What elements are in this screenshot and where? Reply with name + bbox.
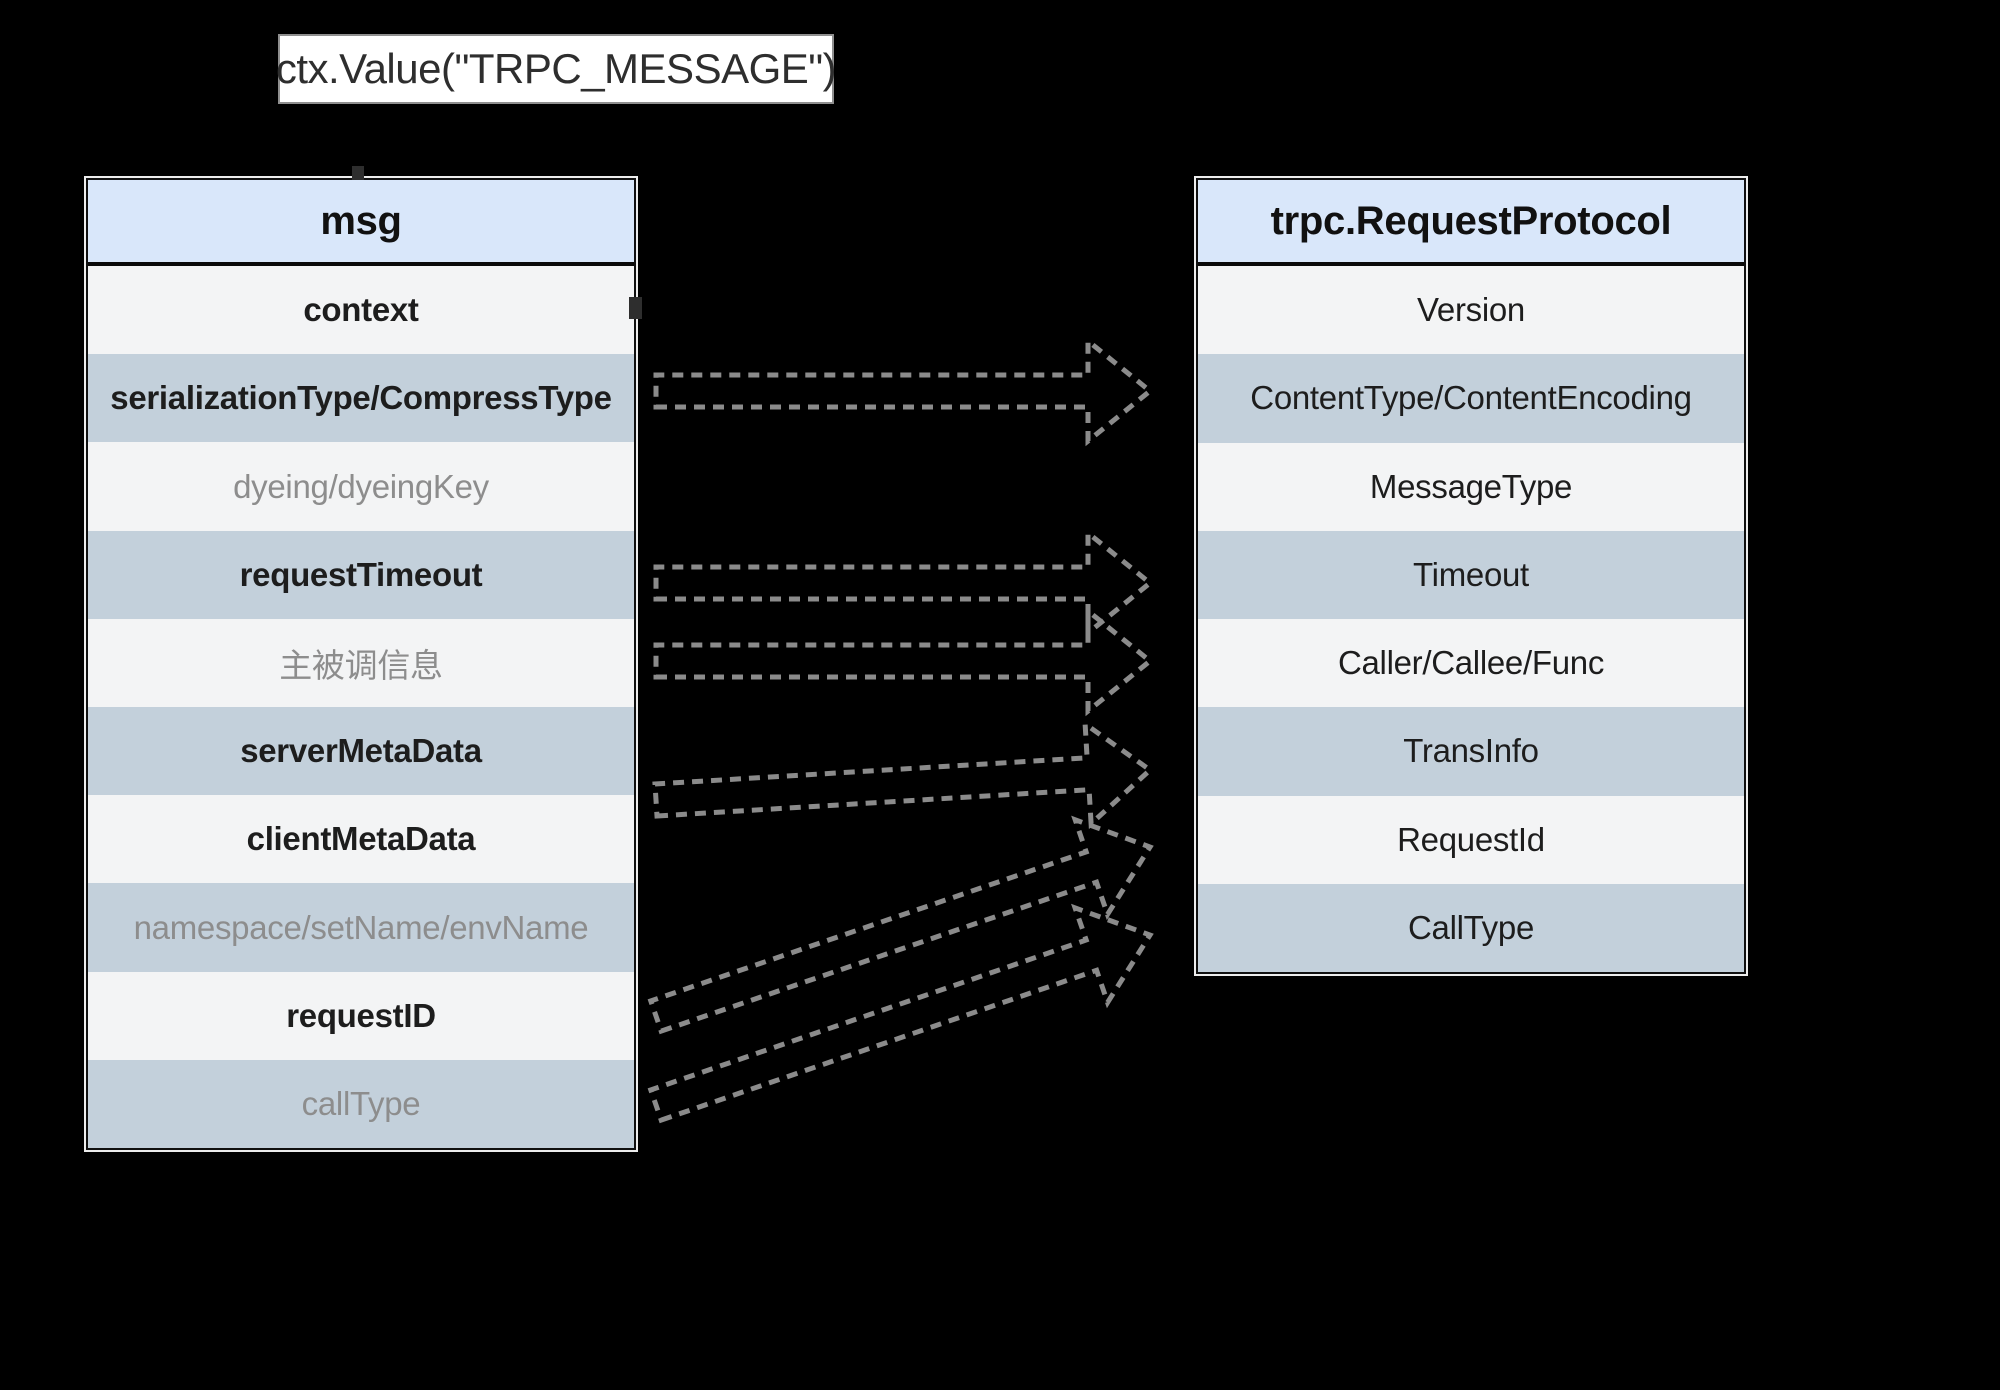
table-row: Timeout — [1198, 530, 1744, 619]
request-protocol-table: trpc.RequestProtocol Version ContentType… — [1194, 176, 1748, 976]
mapping-arrow — [652, 718, 1154, 830]
table-row: 主被调信息 — [88, 618, 634, 708]
table-row: clientMetaData — [88, 795, 634, 884]
context-value-text: ctx.Value("TRPC_MESSAGE") — [275, 45, 837, 92]
table-row: TransInfo — [1198, 707, 1744, 796]
table-row: namespace/setName/envName — [88, 883, 634, 972]
msg-table: msg context serializationType/CompressTy… — [84, 176, 638, 1152]
table-row: ContentType/ContentEncoding — [1198, 354, 1744, 443]
mapping-arrow — [647, 903, 1154, 1124]
table-row: callType — [88, 1059, 634, 1149]
context-value-box: ctx.Value("TRPC_MESSAGE") — [275, 34, 837, 104]
request-protocol-table-header: trpc.RequestProtocol — [1198, 180, 1744, 266]
mapping-arrow — [653, 605, 1154, 717]
table-row: dyeing/dyeingKey — [88, 442, 634, 531]
mapping-arrow — [653, 527, 1154, 639]
table-row: context — [88, 266, 634, 355]
connector-nub-top — [352, 166, 364, 180]
msg-table-header: msg — [88, 180, 634, 266]
table-row: Caller/Callee/Func — [1198, 619, 1744, 708]
table-row: CallType — [1198, 883, 1744, 972]
table-row: serializationType/CompressType — [88, 354, 634, 443]
table-row: RequestId — [1198, 795, 1744, 884]
mapping-arrow — [647, 815, 1154, 1035]
table-row: serverMetaData — [88, 707, 634, 796]
connector-nub-context — [629, 297, 642, 319]
table-row: requestTimeout — [88, 530, 634, 619]
table-row: MessageType — [1198, 442, 1744, 531]
table-row: requestID — [88, 971, 634, 1060]
mapping-arrow — [653, 335, 1154, 447]
table-row: Version — [1198, 266, 1744, 355]
